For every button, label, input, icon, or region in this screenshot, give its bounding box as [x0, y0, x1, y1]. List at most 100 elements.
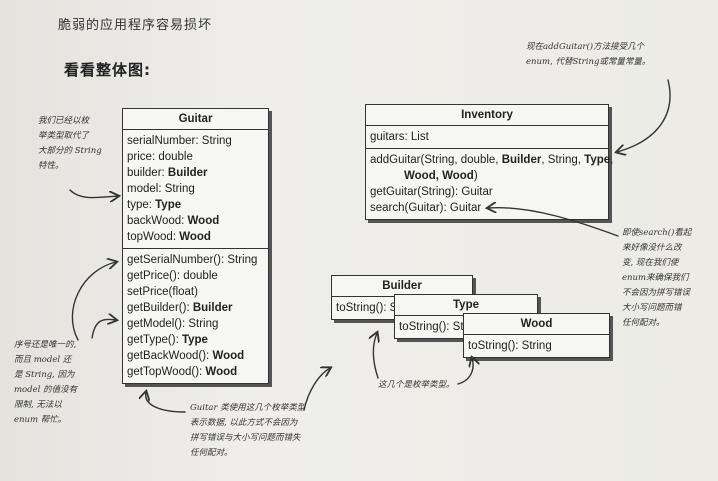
note-line: 特性。 [38, 161, 64, 171]
member-type: double [158, 151, 193, 163]
member-separator: : [220, 254, 228, 266]
member-name: backWood [127, 215, 182, 227]
note-line: 拼写错误与大小写问题而错失 [190, 433, 301, 443]
guitar.attributes-member: backWood: Wood [127, 213, 264, 229]
method-text: addGuitar(String, double, [370, 154, 502, 166]
member-separator: : [151, 151, 159, 163]
member-name: getTopWood() [127, 366, 200, 378]
method-type-wood: Wood, Wood [404, 170, 474, 182]
member-separator: : [199, 366, 206, 378]
arrow-to-attributes [69, 189, 118, 198]
note-enum-replace: 我们已经以枚 举类型取代了 大部分的 String 特性。 [38, 114, 128, 174]
inventory-attributes: guitars: List [366, 126, 608, 149]
member-name: getType() [127, 334, 176, 346]
note-line: 是 String, 因为 [14, 370, 75, 380]
guitar.attributes-member: price: double [127, 149, 264, 165]
member-separator: : [181, 215, 188, 227]
guitar.methods-member: getSerialNumber(): String [127, 252, 264, 268]
builder-method: toString(): St [336, 302, 401, 314]
arrow-enum-left [373, 333, 378, 379]
inventory-class-title: Inventory [366, 105, 608, 126]
member-separator: : [176, 270, 184, 282]
note-line: 来好像没什么改 [622, 243, 682, 253]
member-name: getBackWood() [127, 350, 207, 362]
note-search: 即使search()看起 来好像没什么改 变, 现在我们使 enum来确保我们 … [622, 226, 712, 331]
note-guitar-uses-enums: Guitar 类使用这几个枚举类型 表示数据, 以此方式不会因为 拼写错误与大小… [190, 401, 390, 461]
member-name: getPrice() [127, 270, 177, 282]
method-type-builder: Builder [501, 154, 542, 166]
guitar.methods-member: getTopWood(): Wood [127, 364, 264, 380]
arrow-to-search [488, 208, 619, 237]
member-name: setPrice(float) [127, 286, 198, 298]
guitar.attributes-member: topWood: Wood [127, 229, 264, 245]
arrow-from-guitar-note [146, 392, 186, 413]
note-line: 现在addGuitar()方法接受几个 [526, 42, 645, 52]
note-line: enum 帮忙。 [14, 415, 67, 425]
section-heading: 看看整体图: [64, 61, 151, 79]
note-line: 不会因为拼写错误 [622, 288, 691, 298]
inventory-method-getguitar: getGuitar(String): Guitar [370, 186, 493, 198]
guitar.methods-member: getPrice(): double [127, 268, 264, 284]
inventory-class-box: Inventory guitars: List addGuitar(String… [365, 104, 613, 220]
arrow-to-builder-enum [303, 368, 330, 411]
guitar.methods-member: getType(): Type [127, 332, 264, 348]
member-type: String [227, 254, 258, 266]
method-text: ) [473, 170, 478, 182]
wood-enum-methods: toString(): String [464, 335, 609, 357]
inventory-method-addguitar: addGuitar(String, double, Builder, Strin… [370, 152, 613, 168]
member-name: builder [127, 167, 162, 179]
member-type: Wood [187, 215, 220, 227]
note-line: 表示数据, 以此方式不会因为 [190, 418, 298, 428]
member-name: getSerialNumber() [127, 254, 221, 266]
member-type: String [201, 135, 232, 147]
arrow-to-getmodel [71, 262, 116, 341]
builder-enum-methods: toString(): St [332, 297, 472, 319]
member-type: Builder [192, 302, 233, 314]
note-addguitar: 现在addGuitar()方法接受几个 enum, 代替String或常量常量。 [526, 40, 701, 70]
inventory-attribute: guitars: List [370, 131, 429, 143]
member-separator: : [186, 302, 193, 314]
type-enum-methods: toString(): Stri [395, 316, 537, 338]
member-type: double [183, 270, 218, 282]
member-name: type [127, 199, 149, 211]
wood-method: toString(): String [468, 340, 552, 352]
guitar.methods-member: setPrice(float) [127, 284, 264, 300]
member-name: price [127, 151, 152, 163]
note-line: 任何配对。 [622, 318, 665, 328]
inventory-methods: addGuitar(String, double, Builder, Strin… [366, 149, 613, 219]
note-line: 任何配对。 [190, 448, 233, 458]
member-separator: : [175, 334, 182, 346]
method-text: , [610, 154, 614, 166]
arrow-to-addguitar [617, 79, 671, 152]
guitar.attributes-member: type: Type [127, 197, 264, 213]
member-type: String [188, 318, 219, 330]
member-name: model [127, 183, 159, 195]
note-line: Guitar 类使用这几个枚举类型 [190, 403, 306, 413]
member-separator: : [206, 350, 213, 362]
member-type: String [164, 183, 195, 195]
note-line: 序号还是唯一的, [14, 340, 77, 350]
note-line: 大小写问题而错 [622, 303, 682, 313]
note-line: 举类型取代了 [38, 131, 90, 141]
member-type: Wood [205, 366, 238, 378]
member-separator: : [195, 135, 202, 147]
guitar.attributes-member: model: String [127, 181, 264, 197]
member-name: getBuilder() [127, 302, 187, 314]
guitar.methods-member: getBackWood(): Wood [127, 348, 264, 364]
note-line: model 的值没有 [14, 385, 78, 395]
member-type: Builder [167, 167, 208, 179]
member-type: Type [181, 334, 208, 346]
member-name: serialNumber [127, 135, 196, 147]
guitar.attributes-member: serialNumber: String [127, 133, 264, 149]
note-line: 即使search()看起 [622, 228, 692, 238]
page-header: 脆弱的应用程序容易损坏 [58, 18, 213, 33]
guitar-class-title: Guitar [123, 109, 268, 130]
inventory-method-addguitar-cont: Wood, Wood) [370, 168, 604, 184]
note-line: enum来确保我们 [622, 273, 689, 283]
note-line: 而且 model 还 [14, 355, 72, 365]
member-separator: : [158, 183, 165, 195]
